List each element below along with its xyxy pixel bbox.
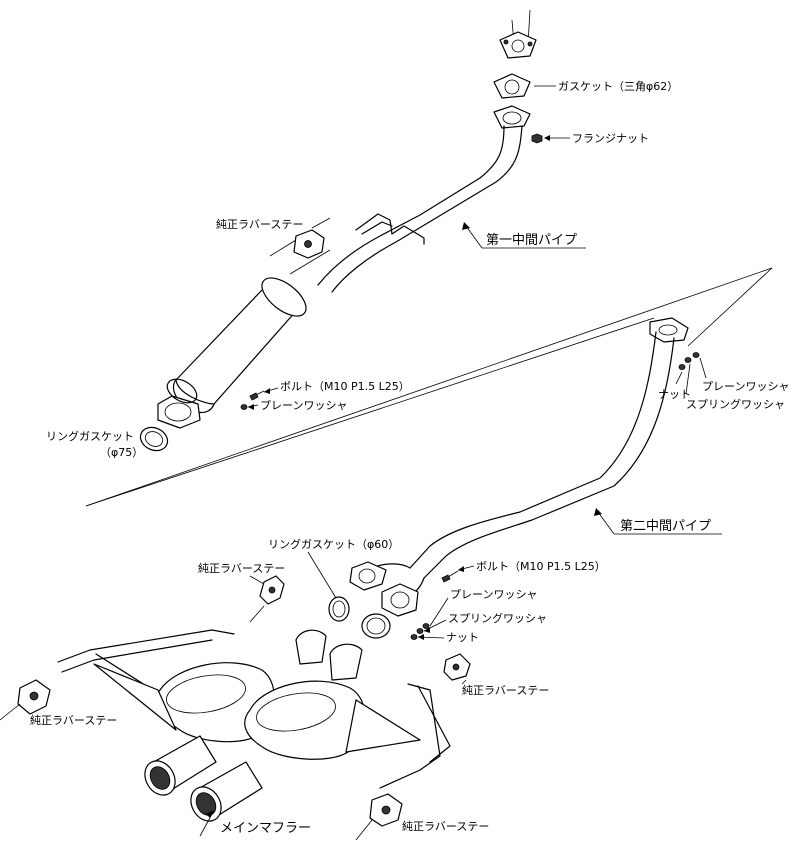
main-muffler bbox=[0, 629, 471, 841]
label-rubber-stay-right-mid: 純正ラバーステー bbox=[462, 684, 549, 697]
ring-gasket-60 bbox=[328, 596, 350, 622]
bolt-m10-mid bbox=[441, 574, 451, 583]
plain-washer-right bbox=[692, 352, 700, 358]
tailpipes bbox=[144, 735, 263, 822]
label-gasket-triangle: ガスケット（三角φ62） bbox=[558, 80, 678, 93]
label-ring-gasket-75-b: （φ75） bbox=[100, 446, 143, 459]
pipe-inlet-flange bbox=[493, 105, 531, 129]
second-intermediate-pipe bbox=[85, 267, 773, 617]
nut-mid bbox=[410, 634, 418, 640]
label-main-muffler: メインマフラー bbox=[220, 821, 311, 836]
label-second-pipe: 第二中間パイプ bbox=[620, 519, 711, 534]
label-spring-washer-mid: スプリングワッシャ bbox=[448, 611, 547, 625]
rubber-stay-bottom bbox=[355, 793, 403, 841]
label-spring-washer-right: スプリングワッシャ bbox=[686, 397, 785, 411]
triangle-gasket bbox=[493, 73, 531, 99]
label-first-pipe: 第一中間パイプ bbox=[486, 233, 577, 248]
nut-right bbox=[678, 364, 686, 370]
first-intermediate-pipe bbox=[139, 9, 543, 452]
leader-lines bbox=[199, 85, 722, 837]
rubber-stay-right-mid bbox=[443, 653, 471, 681]
label-rubber-stay-top: 純正ラバーステー bbox=[216, 218, 303, 231]
label-bolt-m10-mid: ボルト（M10 P1.5 L25） bbox=[476, 560, 606, 573]
plain-washer-top bbox=[240, 404, 248, 410]
top-flange bbox=[499, 9, 537, 59]
rubber-stay-left bbox=[0, 679, 51, 721]
label-rubber-stay-bottom: 純正ラバーステー bbox=[402, 820, 489, 833]
label-bolt-m10-top: ボルト（M10 P1.5 L25） bbox=[280, 380, 410, 393]
label-rubber-stay-left: 純正ラバーステー bbox=[30, 714, 117, 727]
label-ring-gasket-75-a: リングガスケット bbox=[46, 429, 134, 443]
label-plain-washer-right: プレーンワッシャ bbox=[702, 380, 789, 393]
label-flange-nut: フランジナット bbox=[572, 132, 649, 145]
rubber-stay-top bbox=[269, 229, 331, 275]
label-plain-washer-top: プレーンワッシャ bbox=[260, 399, 347, 412]
bolt-m10-top bbox=[249, 392, 259, 401]
plain-washer-mid bbox=[422, 623, 430, 629]
label-nut-right: ナット bbox=[658, 388, 691, 401]
label-nut-mid: ナット bbox=[446, 631, 479, 644]
label-rubber-stay-mid: 純正ラバーステー bbox=[198, 562, 285, 575]
rubber-stay-mid bbox=[249, 575, 285, 623]
spring-washer-right bbox=[684, 357, 692, 363]
label-ring-gasket-60: リングガスケット（φ60） bbox=[268, 537, 399, 551]
spring-washer-mid bbox=[416, 628, 424, 634]
label-plain-washer-mid: プレーンワッシャ bbox=[450, 588, 537, 601]
flange-nut bbox=[531, 133, 543, 144]
